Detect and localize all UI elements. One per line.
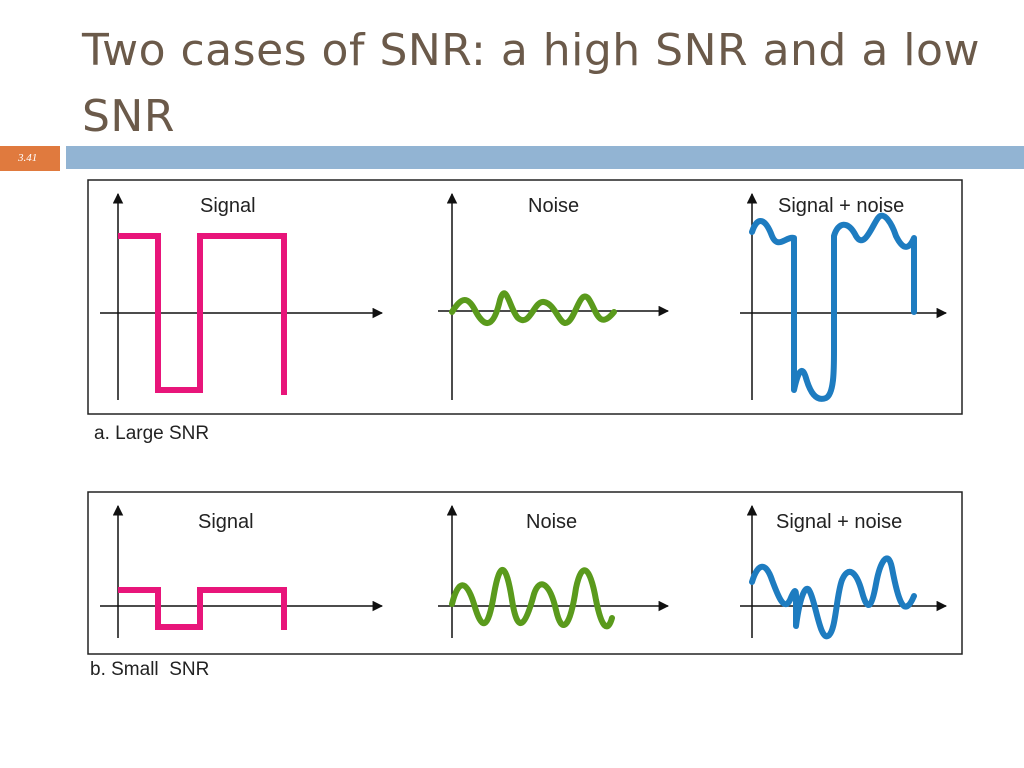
plot-label: Signal [198, 511, 254, 533]
plot-noise: Noise [438, 192, 670, 400]
plot-signal: Signal [100, 192, 384, 400]
signal-wave [118, 233, 287, 395]
plot-label: Noise [528, 195, 579, 217]
noise-wave [449, 567, 615, 630]
panel-frame [87, 179, 963, 415]
plot-signal: Signal [100, 504, 384, 638]
panel-caption-large-snr: a. Large SNR [94, 423, 209, 444]
plot-noise: Noise [438, 504, 670, 638]
noise-wave [449, 290, 617, 326]
combined-wave [749, 212, 917, 402]
plot-label: Noise [526, 511, 577, 533]
signal-wave [118, 587, 287, 630]
title-bar [66, 146, 1024, 169]
combined-wave [749, 555, 917, 639]
panel-small-snr: Signal Noise Signal + noise [87, 491, 963, 655]
plot-label: Signal + noise [778, 195, 904, 217]
panel-caption-small-snr: b. Small SNR [90, 659, 209, 680]
plot-label: Signal [200, 195, 256, 217]
panel-frame [87, 491, 963, 655]
slide-number: 3.41 [0, 146, 60, 171]
slide-title: Two cases of SNR: a high SNR and a low S… [82, 25, 980, 142]
plot-label: Signal + noise [776, 511, 902, 533]
panel-large-snr: Signal Noise Signal + noise [87, 179, 963, 415]
plot-combined: Signal + noise [740, 504, 948, 639]
plot-combined: Signal + noise [740, 192, 948, 402]
